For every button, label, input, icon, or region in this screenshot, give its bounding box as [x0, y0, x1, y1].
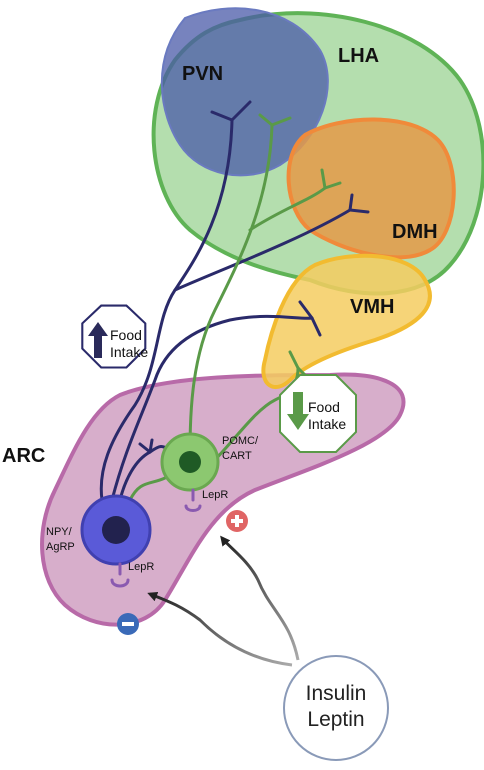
food-intake-down-line2: Intake [308, 416, 346, 432]
lepr-receptor-pomc-icon [184, 488, 202, 512]
arc-label: ARC [2, 445, 45, 467]
pvn-region [160, 7, 329, 177]
food-intake-down-line1: Food [308, 399, 340, 415]
npy-label-line1: NPY/ [46, 526, 73, 538]
minus-badge [117, 613, 139, 635]
npy-axons [99, 100, 370, 502]
lepr-npy-label: LepR [128, 561, 154, 573]
lha-label: LHA [338, 45, 379, 67]
plus-badge [226, 510, 248, 532]
arrow-down-icon [287, 392, 309, 430]
insulin-leptin-node [283, 655, 389, 761]
npy-neuron [80, 494, 152, 566]
food-intake-up-line2: Intake [110, 344, 148, 360]
food-intake-up-badge [81, 304, 147, 369]
food-intake-down-badge [279, 374, 357, 453]
npy-label-line2: AgRP [46, 541, 75, 553]
pomc-axons [126, 113, 342, 522]
lepr-receptor-npy-icon [110, 562, 130, 588]
leptin-label: Leptin [307, 708, 364, 731]
vmh-region [261, 253, 432, 390]
pvn-label: PVN [182, 63, 223, 85]
food-intake-up-line1: Food [110, 327, 142, 343]
insulin-label: Insulin [306, 682, 367, 705]
lepr-pomc-label: LepR [202, 489, 228, 501]
pomc-label-line1: POMC/ [222, 435, 259, 447]
hormone-arrow-minus [147, 591, 293, 667]
dmh-label: DMH [392, 221, 438, 243]
pomc-label-line2: CART [222, 450, 252, 462]
pomc-neuron [160, 432, 220, 492]
arrow-up-icon [88, 322, 108, 358]
hormone-arrow-plus [220, 535, 300, 661]
vmh-label: VMH [350, 296, 394, 318]
